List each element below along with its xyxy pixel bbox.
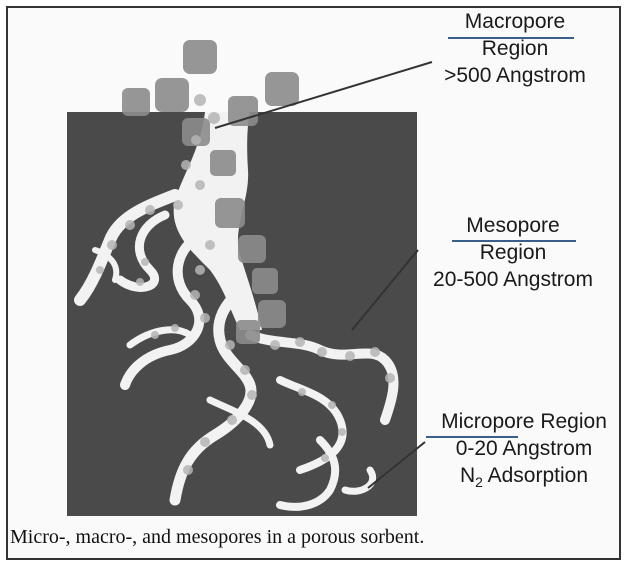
mesopore-size-text: 20-500 Angstrom: [408, 266, 618, 293]
macropore-label: Macropore Region >500 Angstrom: [410, 8, 620, 89]
mesopore-heading: Mesopore: [408, 212, 618, 239]
nitrogen-symbol: N: [460, 464, 475, 487]
nitrogen-subscript: 2: [475, 474, 483, 490]
figure-caption: Micro-, macro-, and mesopores in a porou…: [10, 526, 620, 549]
micropore-label: Micropore Region 0-20 Angstrom N2 Adsorp…: [420, 408, 628, 496]
mesopore-region-text: Region: [408, 239, 618, 266]
macropore-size-text: >500 Angstrom: [410, 62, 620, 89]
micropore-heading: Micropore: [441, 410, 534, 433]
macropore-heading: Macropore: [410, 8, 620, 35]
micropore-method-text: N2 Adsorption: [420, 462, 628, 496]
mesopore-label: Mesopore Region 20-500 Angstrom: [408, 212, 618, 293]
adsorption-text: Adsorption: [483, 464, 588, 487]
micropore-heading-suffix: Region: [534, 410, 606, 433]
micropore-heading-line: Micropore Region: [420, 408, 628, 435]
macropore-region-text: Region: [410, 35, 620, 62]
micropore-size-text: 0-20 Angstrom: [420, 435, 628, 462]
